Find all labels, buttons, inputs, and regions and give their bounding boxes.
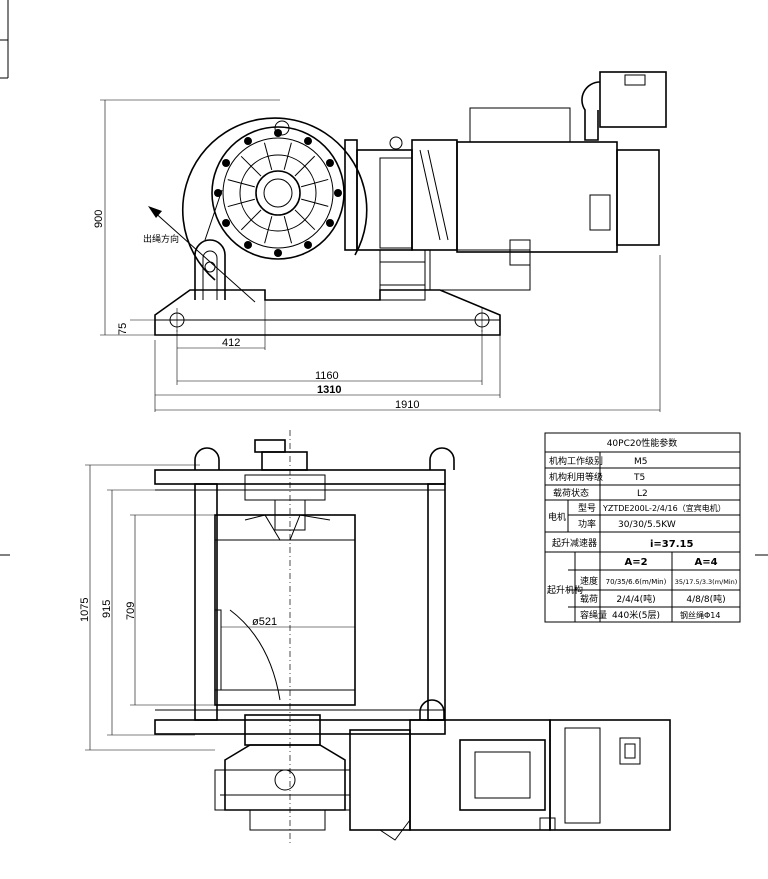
spec-table: 40PC20性能参数 机构工作级别 M5 机构利用等级 T5 载荷状态 L2 电… — [544, 432, 741, 623]
flange-bolt — [222, 159, 231, 167]
dim-412: 412 — [222, 337, 240, 349]
flange-spoke — [240, 155, 262, 177]
dim-drum-diameter: ø521 — [252, 616, 277, 628]
flange-spoke — [263, 142, 273, 170]
rope-direction-label: 出绳方向 — [143, 233, 179, 245]
load-state-label: 载荷状态 — [553, 487, 589, 499]
dim-1910: 1910 — [395, 399, 419, 411]
base-frame — [154, 289, 501, 336]
capacity-label: 容绳量 — [580, 609, 607, 621]
drum — [214, 430, 356, 845]
speed-label: 速度 — [580, 575, 598, 587]
table-title: 40PC20性能参数 — [607, 437, 678, 449]
flange-bolt — [334, 189, 342, 197]
dim-900: 900 — [93, 210, 105, 228]
drum-shaft — [255, 170, 301, 216]
load-state-value: L2 — [637, 489, 648, 499]
bottom-dimensions — [85, 464, 355, 751]
col-a4: A=4 — [694, 557, 717, 568]
fan-cover — [581, 71, 667, 141]
col-a2: A=2 — [624, 557, 647, 568]
bottom-view: 1075 915 709 ø521 — [79, 430, 671, 845]
flange-bolt — [304, 240, 312, 249]
motor-model-label: 型号 — [578, 503, 596, 514]
flange-bolt — [325, 219, 334, 227]
load-a4: 4/8/8(吨) — [686, 593, 725, 605]
dim-1310: 1310 — [317, 384, 341, 396]
gearbox — [344, 136, 426, 301]
flange-bolt — [274, 249, 282, 257]
flange-bolt — [274, 129, 282, 137]
flange-spoke — [301, 198, 329, 207]
top-bearing — [244, 439, 326, 531]
utilization-value: T5 — [633, 473, 645, 483]
gearbox-bottom — [214, 714, 351, 831]
dim-709: 709 — [125, 602, 137, 620]
flange-spoke — [301, 178, 329, 188]
dim-915: 915 — [101, 600, 113, 618]
top-view: 出绳方向 — [93, 71, 667, 412]
flange-spoke — [227, 198, 255, 208]
load-a2: 2/4/4(吨) — [616, 593, 655, 605]
dim-1160: 1160 — [315, 370, 339, 382]
flange-bolt — [304, 137, 312, 146]
rope-direction-arrow — [148, 206, 256, 303]
capacity-a2: 440米(5层) — [612, 609, 660, 621]
flange-spoke — [240, 209, 262, 231]
dim-1075: 1075 — [79, 598, 91, 622]
speed-a2: 70/35/6.6(m/Min) — [606, 578, 667, 586]
dim-75: 75 — [117, 323, 129, 335]
motor-power-label: 功率 — [578, 518, 596, 530]
capacity-a4: 钢丝绳Φ14 — [680, 610, 720, 620]
flange-bolt — [244, 137, 252, 146]
flange-bolt — [222, 219, 231, 227]
load-label: 载荷 — [580, 593, 598, 605]
work-class-label: 机构工作级别 — [549, 455, 603, 467]
flange-spoke — [227, 179, 255, 188]
motor-model-value: YZTDE200L-2/4/16（宜宾电机） — [602, 503, 726, 513]
work-class-value: M5 — [634, 457, 648, 467]
flange-spoke — [283, 142, 292, 170]
flange-spoke — [283, 216, 293, 244]
hoist-label: 起升机构 — [547, 584, 583, 596]
sheet-border-marks — [0, 0, 768, 556]
motor — [411, 107, 660, 291]
motor-power-value: 30/30/5.5KW — [618, 520, 676, 530]
rope-guide — [194, 189, 226, 300]
reducer-label: 起升减速器 — [552, 537, 597, 549]
motor-bottom — [349, 719, 671, 841]
reducer-value: i=37.15 — [650, 539, 693, 550]
flange-spoke — [264, 216, 273, 244]
utilization-label: 机构利用等级 — [549, 471, 603, 483]
motor-label: 电机 — [548, 511, 566, 523]
flange-spoke — [294, 209, 316, 231]
speed-a4: 35/17.5/3.3(m/Min) — [675, 578, 738, 586]
drum-housing — [181, 117, 368, 281]
top-dimensions — [100, 99, 661, 412]
flange-bolt — [244, 240, 252, 249]
frame — [154, 447, 455, 735]
flange-spoke — [294, 155, 316, 177]
flange-bolt — [325, 159, 334, 167]
drum-flange — [211, 126, 345, 260]
